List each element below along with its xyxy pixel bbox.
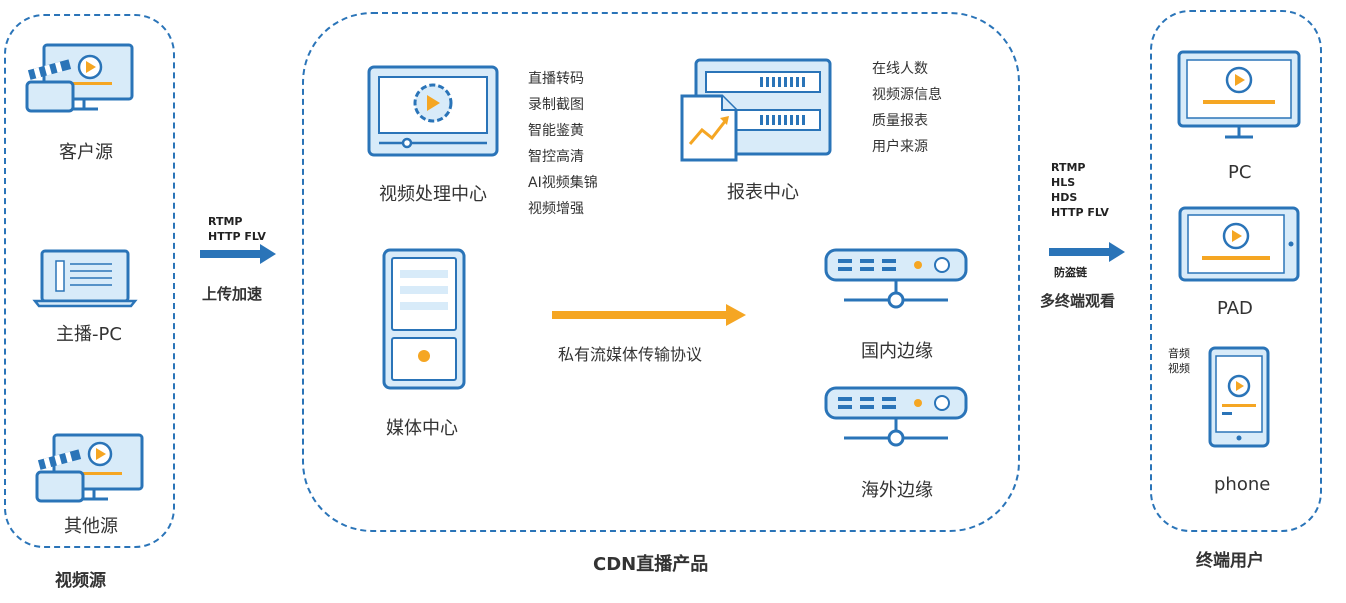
feature-item: 在线人数 [872,61,928,77]
upload-accel-label: 上传加速 [202,285,263,303]
end-user-title: 终端用户 [1196,551,1264,571]
pc-icon [1177,50,1301,139]
feature-item: AI视频集锦 [528,175,598,191]
phone-icon [1208,346,1270,448]
delivery-protocols: RTMP HLS HDS HTTP FLV [1051,161,1109,219]
phone-label: phone [1214,474,1271,495]
video-processing-icon [367,65,499,157]
domestic-edge-icon [824,248,968,309]
feature-item: 智控高清 [528,149,584,165]
phone-note: 音频 视频 [1168,347,1190,375]
report-center-icon [680,58,832,162]
anchor-pc-label: 主播-PC [56,324,122,345]
overseas-edge-icon [824,386,968,447]
feature-item: 视频源信息 [872,87,942,103]
customer-source-label: 客户源 [59,142,113,163]
upload-protocols: RTMP HTTP FLV [208,215,266,243]
report-feature-list: 在线人数 视频源信息 质量报表 用户来源 [872,56,942,160]
multi-terminal-label: 多终端观看 [1040,292,1116,310]
other-source-label: 其他源 [64,516,118,537]
feature-item: 录制截图 [528,97,584,113]
cdn-product-group [302,12,1020,532]
feature-item: 视频增强 [528,201,584,217]
protocol-label: 私有流媒体传输协议 [558,345,703,364]
end-user-group [1150,10,1322,532]
protocol-arrow-icon [552,304,746,326]
anti-leech-label: 防盗链 [1054,266,1087,279]
report-center-label: 报表中心 [727,182,799,203]
domestic-edge-label: 国内边缘 [861,341,933,362]
pad-label: PAD [1217,298,1253,319]
customer-source-icon [25,43,134,113]
feature-item: 智能鉴黄 [528,123,584,139]
feature-item: 直播转码 [528,71,584,87]
laptop-icon [32,249,138,308]
overseas-edge-label: 海外边缘 [861,480,933,501]
video-processing-label: 视频处理中心 [379,184,487,205]
feature-item: 用户来源 [872,139,928,155]
pc-label: PC [1228,162,1252,183]
video-source-group [4,14,175,548]
feature-item: 质量报表 [872,113,928,129]
media-center-label: 媒体中心 [386,418,458,439]
upload-arrow-icon [200,244,276,264]
other-source-icon [35,433,144,503]
media-center-icon [382,248,466,390]
video-source-title: 视频源 [55,571,106,591]
delivery-arrow-icon [1049,242,1125,262]
processing-feature-list: 直播转码 录制截图 智能鉴黄 智控高清 AI视频集锦 视频增强 [528,66,598,222]
cdn-product-title: CDN直播产品 [593,554,709,575]
pad-icon [1178,206,1300,282]
